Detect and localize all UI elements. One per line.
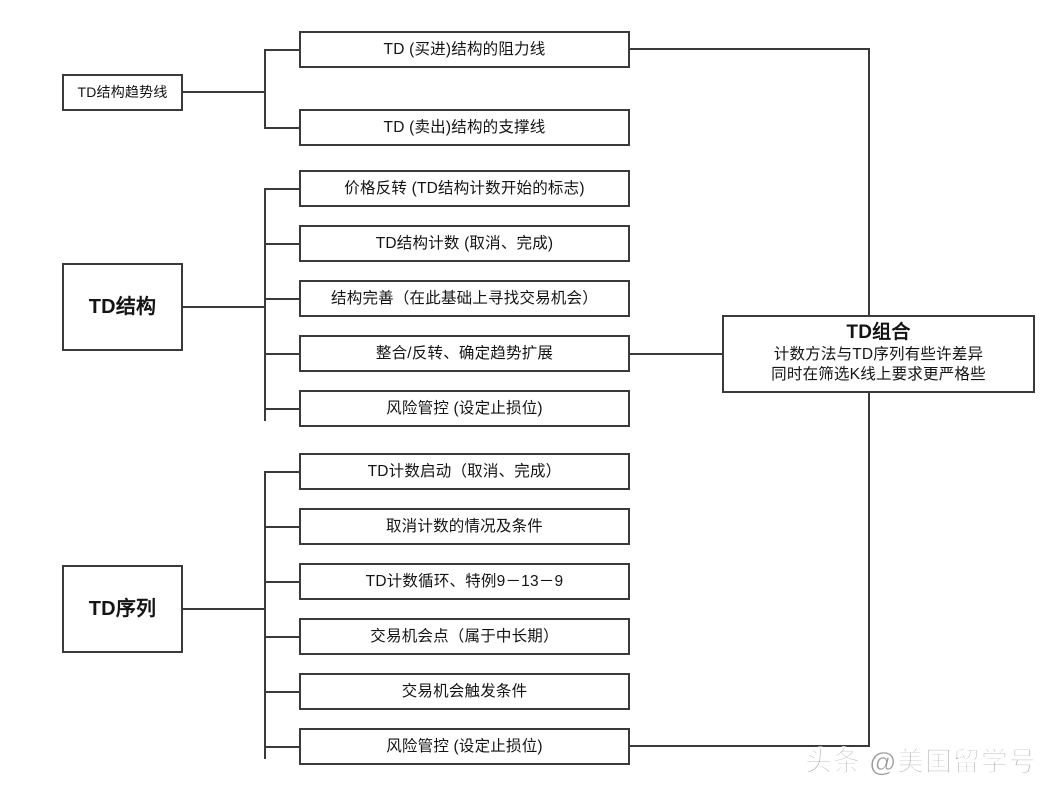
leaf-node-trade-trigger-conditions[interactable]: 交易机会触发条件 bbox=[299, 673, 630, 710]
connector-g3-stub-1 bbox=[264, 526, 300, 528]
connector-g3-stub-4 bbox=[264, 691, 300, 693]
node-td-combination[interactable]: TD组合 计数方法与TD序列有些许差异 同时在筛选K线上要求更严格些 bbox=[722, 315, 1035, 393]
leaf-node-td-count-start[interactable]: TD计数启动（取消、完成） bbox=[299, 453, 630, 490]
connector-g3-spine bbox=[264, 471, 266, 759]
connector-g2-stub-1 bbox=[264, 243, 300, 245]
leaf-node-cancel-count-conditions[interactable]: 取消计数的情况及条件 bbox=[299, 508, 630, 545]
connector-g2-stub-4 bbox=[264, 408, 300, 410]
connector-g3-stub-3 bbox=[264, 636, 300, 638]
combo-title: TD组合 bbox=[846, 322, 911, 344]
connector-g3-root-to-spine bbox=[183, 608, 265, 610]
leaf-node-structure-perfection[interactable]: 结构完善（在此基础上寻找交易机会） bbox=[299, 280, 630, 317]
connector-g1-stub-1 bbox=[264, 127, 300, 129]
leaf-node-trade-opportunity-point[interactable]: 交易机会点（属于中长期） bbox=[299, 618, 630, 655]
root-node-td-trendline[interactable]: TD结构趋势线 bbox=[62, 74, 183, 111]
combo-description-line-2: 同时在筛选K线上要求更严格些 bbox=[771, 366, 986, 384]
leaf-node-td-sell-support[interactable]: TD (卖出)结构的支撑线 bbox=[299, 109, 630, 146]
combo-description-line-1: 计数方法与TD序列有些许差异 bbox=[773, 346, 984, 364]
connector-g2-root-to-spine bbox=[183, 306, 265, 308]
connector-g1-root-to-spine bbox=[183, 91, 265, 93]
connector-combo-top-horizontal bbox=[630, 48, 870, 50]
connector-g2-stub-2 bbox=[264, 298, 300, 300]
leaf-node-td-count-cycle[interactable]: TD计数循环、特例9－13－9 bbox=[299, 563, 630, 600]
connector-g3-stub-2 bbox=[264, 581, 300, 583]
connector-g1-stub-0 bbox=[264, 49, 300, 51]
connector-combo-right-rail bbox=[868, 48, 870, 747]
connector-combo-bottom-horizontal bbox=[630, 745, 870, 747]
leaf-node-consolidation-reversal[interactable]: 整合/反转、确定趋势扩展 bbox=[299, 335, 630, 372]
connector-g2-stub-0 bbox=[264, 188, 300, 190]
watermark-text: 头条 @美国留学号 bbox=[805, 747, 1037, 778]
connector-g2-stub-3 bbox=[264, 353, 300, 355]
connector-g2-spine bbox=[264, 188, 266, 421]
connector-combo-left-feed bbox=[630, 353, 723, 355]
leaf-node-td-buy-resistance[interactable]: TD (买进)结构的阻力线 bbox=[299, 31, 630, 68]
connector-g3-stub-0 bbox=[264, 471, 300, 473]
root-node-td-sequence[interactable]: TD序列 bbox=[62, 565, 183, 653]
root-node-td-structure[interactable]: TD结构 bbox=[62, 263, 183, 351]
leaf-node-risk-control-structure[interactable]: 风险管控 (设定止损位) bbox=[299, 390, 630, 427]
leaf-node-price-reversal[interactable]: 价格反转 (TD结构计数开始的标志) bbox=[299, 170, 630, 207]
leaf-node-td-structure-count[interactable]: TD结构计数 (取消、完成) bbox=[299, 225, 630, 262]
leaf-node-risk-control-sequence[interactable]: 风险管控 (设定止损位) bbox=[299, 728, 630, 765]
connector-g1-spine bbox=[264, 49, 266, 129]
connector-g3-stub-5 bbox=[264, 746, 300, 748]
